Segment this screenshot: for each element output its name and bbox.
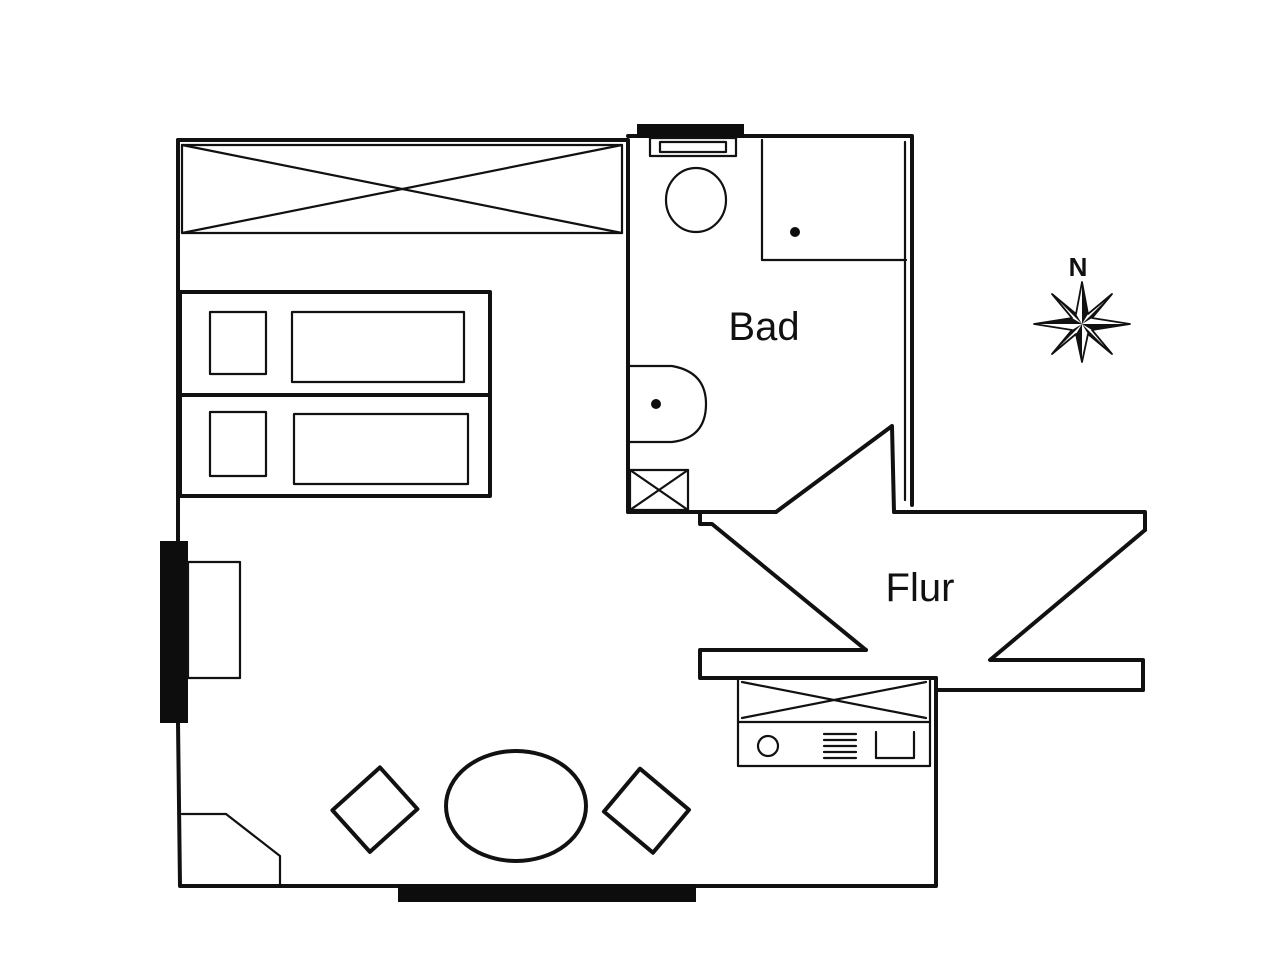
twin-beds bbox=[178, 290, 492, 498]
chair-left bbox=[330, 765, 420, 854]
room-label-hallway: Flur bbox=[886, 566, 955, 610]
wardrobe-north bbox=[180, 143, 624, 235]
room-door bbox=[698, 510, 868, 652]
compass-north-label: N bbox=[1069, 252, 1088, 282]
room-label-bathroom: Bad bbox=[728, 305, 799, 349]
toilet-tank bbox=[648, 136, 738, 158]
south-window bbox=[398, 884, 696, 902]
bathroom-fixtures bbox=[628, 136, 908, 512]
exterior-walls bbox=[176, 134, 938, 888]
desk bbox=[186, 560, 242, 680]
corner-cabinet bbox=[180, 812, 282, 886]
sink bbox=[874, 730, 916, 760]
dining-set bbox=[330, 749, 691, 863]
bathroom-window bbox=[637, 124, 744, 138]
toilet-bowl bbox=[664, 166, 728, 234]
chair-right bbox=[601, 766, 691, 855]
west-window bbox=[160, 541, 188, 723]
entry-door bbox=[988, 528, 1147, 692]
drainboard bbox=[822, 732, 858, 760]
round-table bbox=[444, 749, 588, 863]
washbasin bbox=[628, 364, 708, 444]
bathroom-door bbox=[774, 424, 896, 514]
basin-drain bbox=[651, 399, 661, 409]
windows bbox=[160, 124, 744, 902]
compass-rose: N bbox=[1033, 252, 1131, 363]
hallway-walls bbox=[626, 424, 1147, 692]
stove-burner bbox=[756, 734, 780, 758]
shower-drain bbox=[790, 227, 800, 237]
kitchenette bbox=[736, 676, 932, 768]
shower bbox=[760, 138, 908, 262]
